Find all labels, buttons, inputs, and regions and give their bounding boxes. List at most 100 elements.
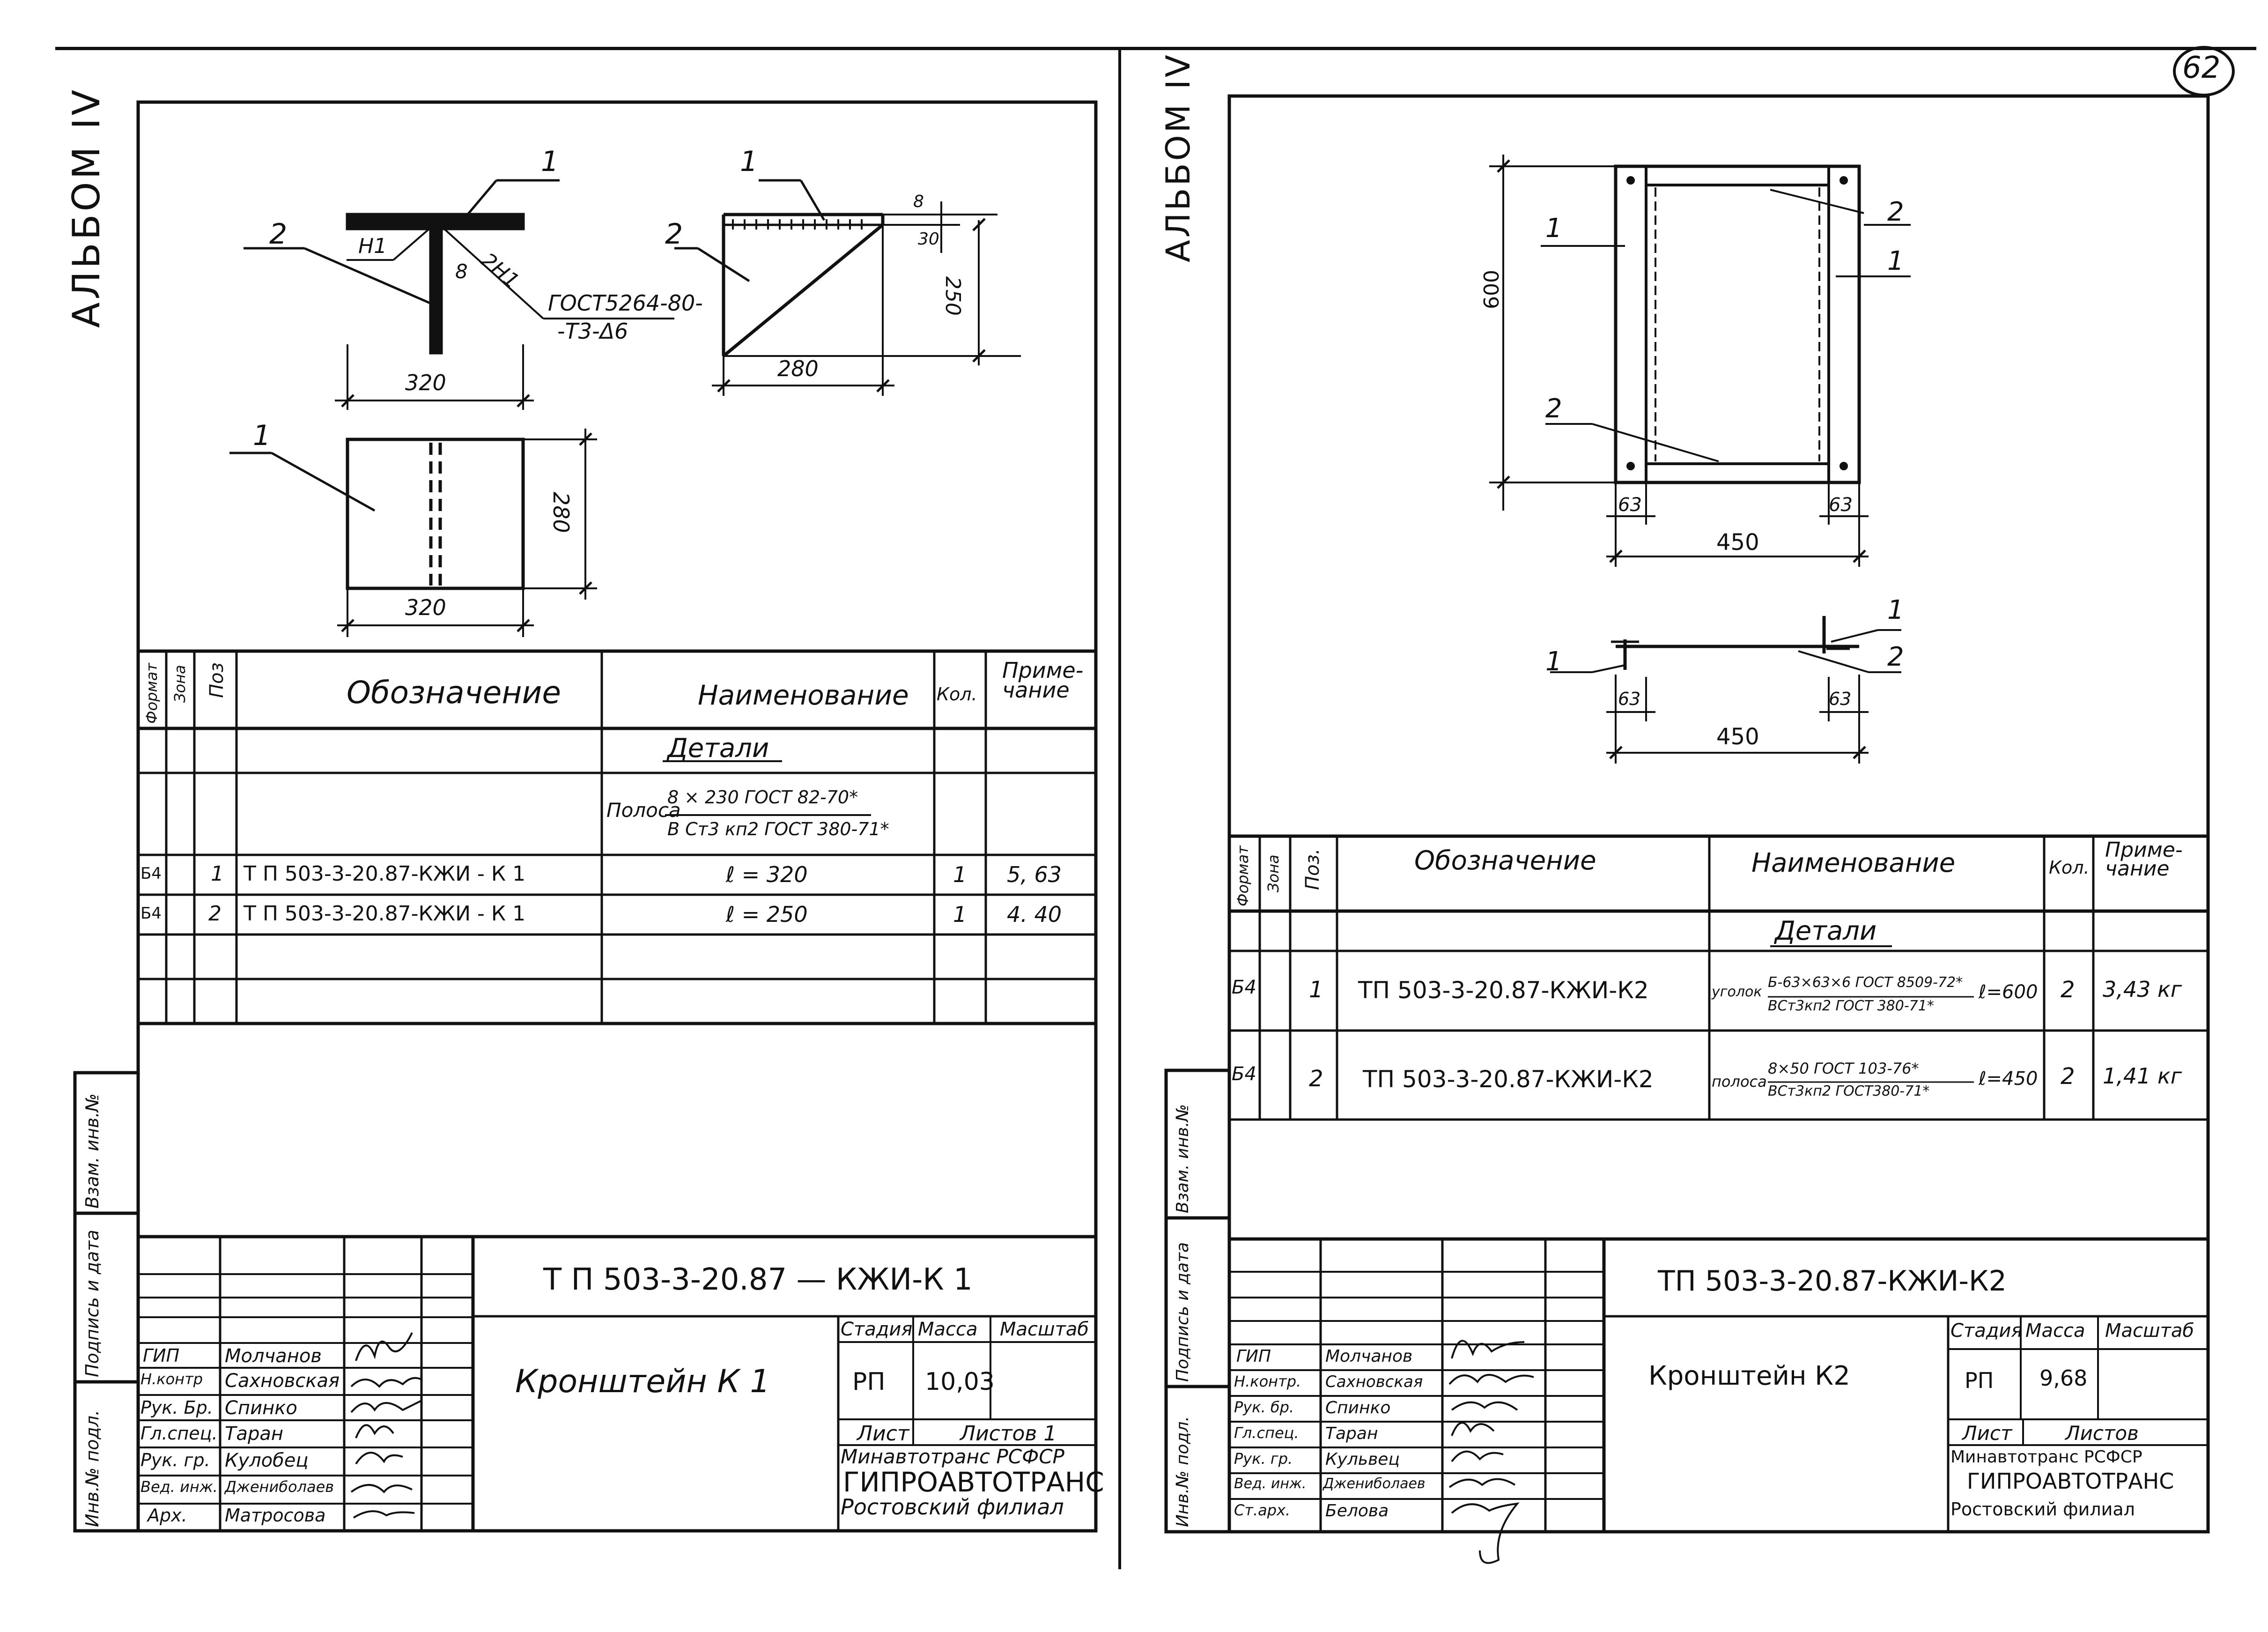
row2-format: Б4 xyxy=(140,904,162,923)
staff-name: Матросова xyxy=(225,1505,326,1526)
staff-name: Молчанов xyxy=(1325,1347,1413,1366)
staff-name: Спинко xyxy=(1325,1398,1391,1417)
right-side-63a: 63 xyxy=(1618,689,1641,709)
plan-callout-1: 1 xyxy=(253,419,271,452)
staff-role: Вед. инж. xyxy=(140,1478,218,1496)
r-row2-format: Б4 xyxy=(1232,1063,1256,1085)
right-side-450: 450 xyxy=(1716,724,1759,750)
doc-title: Кронштейн К 1 xyxy=(515,1363,770,1400)
staff-name: Кулобец xyxy=(225,1450,309,1471)
r-row2-bottom: ВСт3кп2 ГОСТ380-71* xyxy=(1768,1083,1930,1099)
staff-name: Кульвец xyxy=(1325,1450,1400,1469)
r-org-institute: ГИПРОАВТОТРАНС xyxy=(1967,1469,2174,1494)
r-row1-designation: ТП 503-3-20.87-КЖИ-К2 xyxy=(1358,977,1649,1004)
right-side-callout-1a: 1 xyxy=(1887,595,1904,625)
mass-value: 10,03 xyxy=(925,1368,995,1396)
hdr-qty: Кол. xyxy=(937,684,977,705)
dim-30: 30 xyxy=(918,230,939,249)
r-row2-qty: 2 xyxy=(2061,1063,2075,1090)
r-row2-prefix: полоса xyxy=(1712,1073,1767,1090)
row1-pos: 1 xyxy=(211,862,224,886)
weld-label-8: 8 xyxy=(455,260,468,283)
staff-role: Арх. xyxy=(148,1505,187,1526)
right-callout-1a: 1 xyxy=(1545,213,1562,244)
r-hdr-name: Наименование xyxy=(1751,848,1956,878)
hdr-name: Наименование xyxy=(698,679,909,711)
staff-role: Вед. инж. xyxy=(1234,1476,1307,1492)
staff-role: ГИП xyxy=(143,1345,180,1366)
sheet-label: Лист xyxy=(857,1422,909,1446)
r-row1-prefix: уголок xyxy=(1712,984,1762,1000)
r-row1-note: 3,43 кг xyxy=(2103,977,2182,1002)
right-side-callout-2: 2 xyxy=(1887,642,1904,672)
staff-name: Джениболаев xyxy=(1323,1476,1426,1492)
material-bottom: В Ст3 кп2 ГОСТ 380-71* xyxy=(667,819,889,839)
material-top: 8 × 230 ГОСТ 82-70* xyxy=(667,787,858,808)
right-dim-63b: 63 xyxy=(1829,494,1853,516)
staff-role: Рук. Бр. xyxy=(140,1397,213,1418)
staff-role: ГИП xyxy=(1236,1347,1271,1366)
r-row1-bottom: ВСт3кп2 ГОСТ 380-71* xyxy=(1768,998,1934,1014)
r-row2-designation: ТП 503-3-20.87-КЖИ-К2 xyxy=(1363,1066,1654,1093)
r-org-ministry: Минавтотранс РСФСР xyxy=(1950,1447,2142,1467)
dim-320-top: 320 xyxy=(405,370,446,395)
staff-name: Сахновская xyxy=(225,1370,340,1392)
side-callout-1: 1 xyxy=(740,145,758,178)
staff-role: Рук. гр. xyxy=(140,1450,210,1470)
center-divider xyxy=(1118,47,1121,1569)
org-ministry: Минавтотранс РСФСР xyxy=(841,1445,1064,1468)
callout-pos1: 1 xyxy=(541,145,559,178)
sheets-label: Листов 1 xyxy=(960,1422,1057,1446)
r-stage-value: РП xyxy=(1965,1368,1994,1393)
weld-label-n1: Н1 xyxy=(358,234,387,258)
doc-code: Т П 503-3-20.87 — КЖИ-К 1 xyxy=(543,1262,973,1297)
r-row2-note: 1,41 кг xyxy=(2103,1063,2182,1089)
staff-name: Сахновская xyxy=(1325,1372,1423,1391)
row2-note: 4. 40 xyxy=(1007,902,1062,927)
stage-value: РП xyxy=(852,1368,886,1396)
staff-role: Рук. гр. xyxy=(1234,1450,1293,1468)
r-hdr-qty: Кол. xyxy=(2049,857,2090,878)
r-sheet-label: Лист xyxy=(1962,1422,2012,1445)
r-row2-top: 8×50 ГОСТ 103-76* xyxy=(1768,1060,1919,1077)
r-mass-label: Масса xyxy=(2025,1320,2085,1342)
row2-pos: 2 xyxy=(208,902,222,926)
staff-role: Гл.спец. xyxy=(140,1423,218,1444)
section-details: Детали xyxy=(667,733,769,764)
r-doc-title: Кронштейн К2 xyxy=(1648,1361,1850,1391)
org-institute: ГИПРОАВТОТРАНС xyxy=(843,1466,1104,1498)
staff-role: Н.контр. xyxy=(1234,1372,1301,1390)
r-org-branch: Ростовский филиал xyxy=(1950,1499,2135,1520)
right-callout-1b: 1 xyxy=(1887,246,1904,276)
r-section-details: Детали xyxy=(1775,916,1877,946)
dim-280-side-view: 280 xyxy=(777,356,819,381)
row1-designation: Т П 503-3-20.87-КЖИ - К 1 xyxy=(244,862,526,886)
callout-pos2: 2 xyxy=(269,218,288,251)
right-side-63b: 63 xyxy=(1829,689,1852,709)
r-mass-value: 9,68 xyxy=(2039,1365,2088,1391)
row1-format: Б4 xyxy=(140,864,162,883)
r-row1-format: Б4 xyxy=(1232,977,1256,998)
staff-name: Таран xyxy=(1325,1424,1378,1443)
row2-name: ℓ = 250 xyxy=(726,902,808,927)
staff-role: Н.контр xyxy=(140,1370,203,1388)
staff-role: Рук. бр. xyxy=(1234,1398,1294,1416)
dim-8: 8 xyxy=(913,192,924,211)
r-row2-pos: 2 xyxy=(1309,1066,1323,1092)
right-dim-450: 450 xyxy=(1716,529,1759,556)
row1-qty: 1 xyxy=(953,862,967,887)
r-row1-pos: 1 xyxy=(1309,977,1323,1003)
scale-label: Масштаб xyxy=(1000,1319,1089,1340)
right-dim-63a: 63 xyxy=(1618,494,1642,516)
r-sheets-label: Листов xyxy=(2065,1422,2139,1445)
r-row1-len: ℓ=600 xyxy=(1979,981,2038,1003)
side-callout-2: 2 xyxy=(665,218,683,251)
page-number: 62 xyxy=(2182,51,2221,85)
staff-name: Белова xyxy=(1325,1501,1389,1521)
row1-name: ℓ = 320 xyxy=(726,862,808,887)
hdr-designation: Обозначение xyxy=(347,675,561,711)
